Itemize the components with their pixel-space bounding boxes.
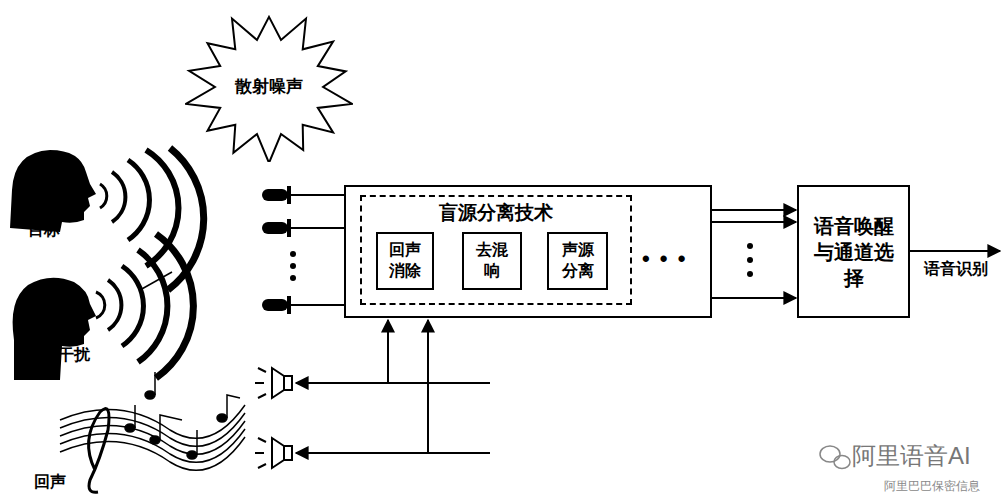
- wechat-icon: [820, 446, 850, 469]
- node-text: 语音唤醒与通道选择: [805, 213, 902, 291]
- output-arrow: [910, 250, 1000, 252]
- node-text: 回声消除: [384, 240, 426, 282]
- output-label: 语音识别: [924, 259, 988, 280]
- starburst-shape: [186, 17, 352, 162]
- node-text: 去混响: [470, 240, 514, 282]
- speaker-label: 干扰: [58, 345, 90, 366]
- node-text: 声源分离: [555, 240, 600, 282]
- process-box: 回声消除: [376, 232, 434, 290]
- speaker-label: 目标: [28, 220, 60, 241]
- sound-waves: [96, 148, 204, 378]
- music-notes: [60, 372, 245, 492]
- process-box: 声源分离: [547, 232, 608, 290]
- target-head: [10, 150, 96, 232]
- processing-box: • • • 盲源分离技术回声消除 去混响声源分离: [344, 185, 712, 318]
- output-channel-arrow: [712, 209, 796, 211]
- output-channel-arrow: [712, 221, 796, 223]
- noise-burst: 散射噪声: [185, 12, 353, 162]
- microphones: [262, 186, 344, 314]
- source-label: 回声: [34, 472, 66, 493]
- node-text: 散射噪声: [235, 76, 303, 98]
- interference-head: [13, 278, 96, 380]
- node-text: 盲源分离技术: [439, 201, 553, 226]
- bss-dashed-box: 盲源分离技术回声消除 去混响声源分离: [360, 195, 632, 305]
- channel-dots: [747, 243, 753, 277]
- loudspeakers: [255, 320, 490, 468]
- process-box: 去混响: [462, 232, 522, 290]
- process-box: 语音唤醒与通道选择: [797, 185, 910, 318]
- node-text: • • •: [642, 245, 687, 274]
- output-channel-arrow: [712, 297, 796, 299]
- watermark: 阿里巴巴保密信息: [884, 478, 980, 495]
- watermark: 阿里语音AI: [852, 440, 971, 472]
